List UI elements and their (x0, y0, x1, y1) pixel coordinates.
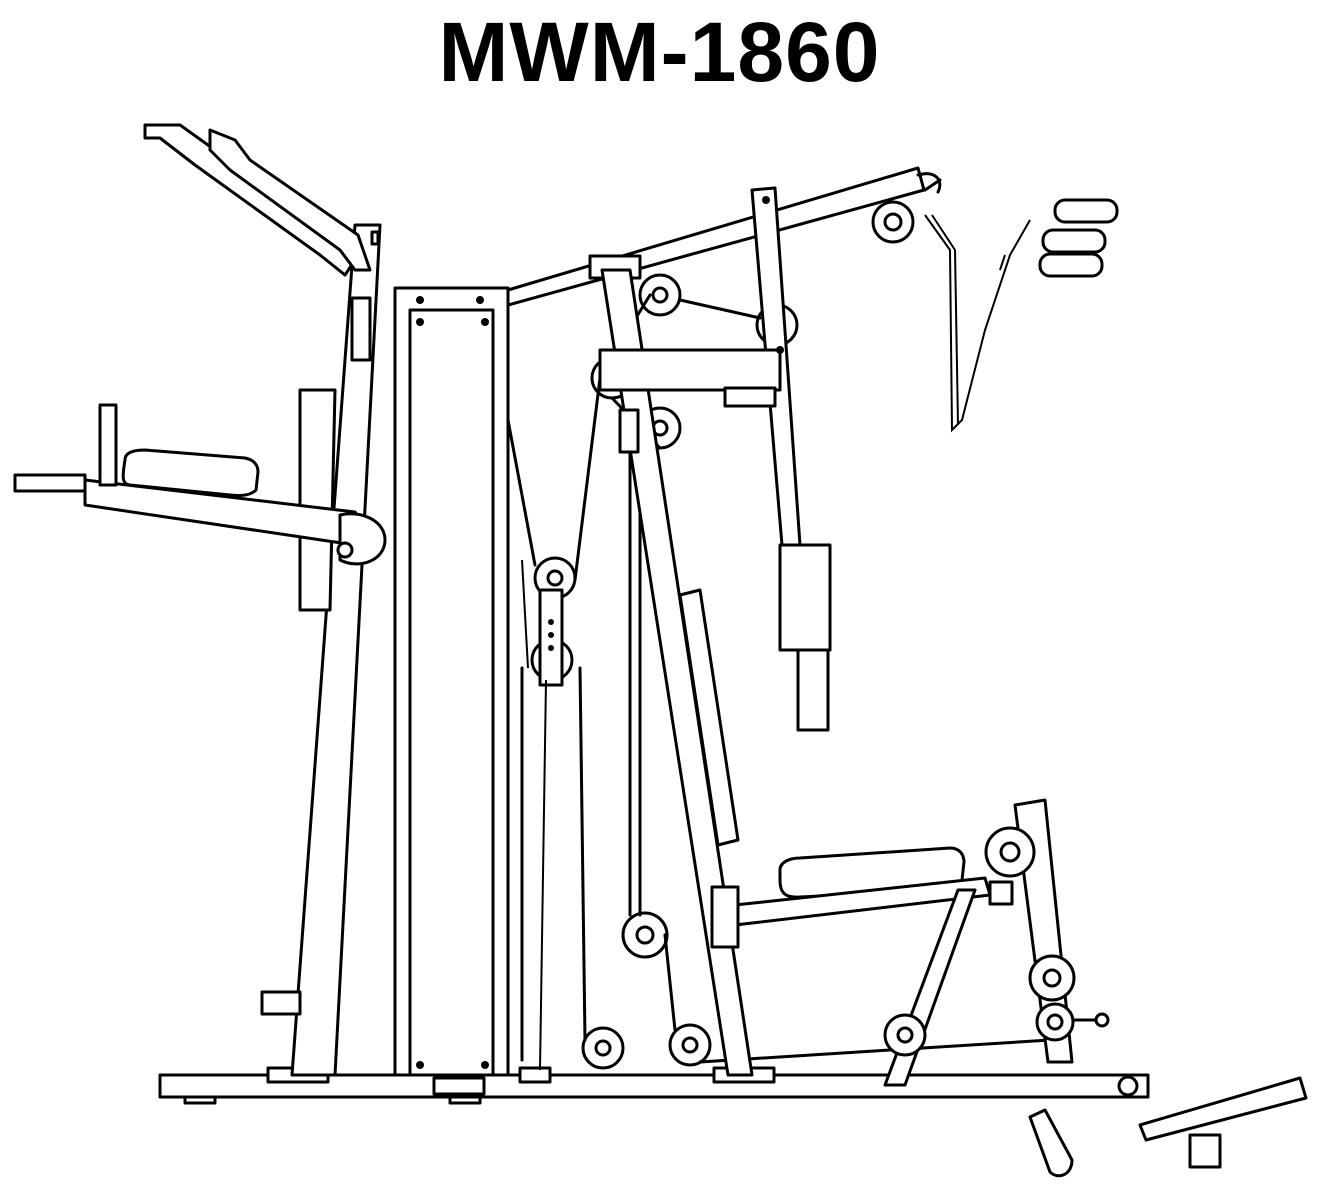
top-beam (506, 166, 942, 307)
press-arm-post (598, 186, 832, 1077)
accessories (1028, 1076, 1308, 1178)
back-pad (678, 588, 740, 847)
model-title: MWM-1860 (438, 5, 881, 99)
seat-and-leg-developer (710, 798, 1110, 1087)
weight-stack-tower (393, 286, 510, 1077)
chain-attachment (924, 198, 1119, 433)
vertical-knee-raise (13, 123, 387, 1077)
